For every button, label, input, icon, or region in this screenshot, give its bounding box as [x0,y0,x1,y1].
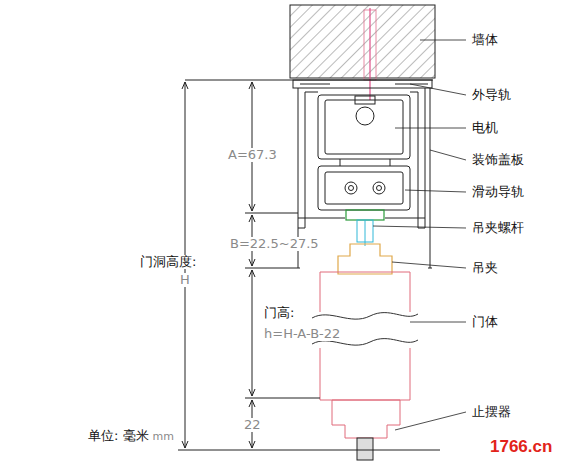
part-label: 吊夹螺杆 [470,221,526,236]
part-label: 外导轨 [470,88,513,103]
dimension-value: H [178,273,192,288]
part-label: 装饰盖板 [470,153,526,168]
floor-pin [357,438,373,460]
outer-rail [293,80,432,228]
part-label: 墙体 [470,33,500,48]
anchor-rod-axis [369,8,370,100]
dimension-value: h=H-A-B-22 [262,327,342,342]
dimension-value: 22 [242,418,263,433]
hanger-clamp [338,244,392,274]
watermark: 1766.cn [488,437,554,457]
dimension-lines [178,82,320,450]
floor-line [300,450,440,451]
carrier-plate [346,210,384,220]
part-label: 滑动导轨 [470,185,526,200]
dimension-value: B=22.5~27.5 [228,237,321,252]
sliding-rail [318,166,410,210]
part-label: 吊夹 [470,261,500,276]
dimension-value: A=67.3 [226,148,279,163]
part-label: 门体 [470,315,500,330]
unit-note: 单位: 毫米 [86,429,151,444]
dimension-name: 门洞高度: [138,255,198,270]
anti-sway-guide [320,400,410,438]
hanger-screw [357,220,373,246]
unit-note: mm [151,431,176,444]
leader-lines [373,40,466,430]
part-label: 电机 [470,121,500,136]
dimension-name: 门高: [262,306,296,321]
part-label: 止摆器 [470,405,513,420]
motor [318,95,410,166]
wall [290,5,435,78]
